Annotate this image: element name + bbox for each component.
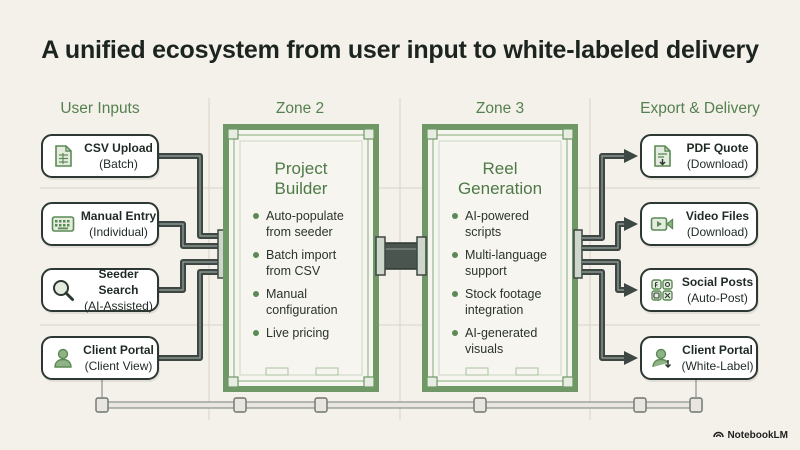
column-heading-zone-3: Zone 3 <box>475 100 525 117</box>
bullet-line: Batch import <box>266 248 337 262</box>
input-card-sublabel: (AI-Assisted) <box>84 299 153 313</box>
page-title: A unified ecosystem from user input to w… <box>41 36 759 64</box>
output-card-client-portal[interactable]: Client Portal (White-Label) <box>640 336 758 380</box>
zone2-title-line2: Builder <box>274 179 328 198</box>
zone3-output-connector <box>573 229 583 279</box>
column-heading-export-delivery: Export & Delivery <box>640 100 760 117</box>
input-card-sublabel: (Client View) <box>84 359 153 373</box>
video-camera-icon <box>649 211 675 237</box>
bullet-line: Manual <box>266 287 307 301</box>
output-arrowheads <box>624 149 638 365</box>
output-card-pdf-quote[interactable]: PDF Quote (Download) <box>640 134 758 178</box>
input-card-sublabel: (Batch) <box>99 157 138 171</box>
output-card-label: Social Posts <box>681 275 754 289</box>
output-pipes-highlight <box>582 155 626 359</box>
zone3-title-line1: Reel <box>482 159 518 178</box>
bullet-item: Stock footage integration <box>451 286 571 318</box>
output-card-label: Video Files <box>685 209 750 223</box>
zone3-title-line2: Generation <box>457 179 543 198</box>
zone-link-pipe <box>375 236 427 276</box>
keyboard-icon <box>50 211 76 237</box>
bullet-item: AI-powered scripts <box>451 208 571 240</box>
zone2-frame <box>223 124 379 392</box>
bullet-line: support <box>465 264 507 278</box>
output-pipes <box>582 153 626 361</box>
input-card-label: Seeder Search <box>98 267 139 297</box>
zone3-title: Reel Generation <box>435 159 565 199</box>
zone2-bullet-list: Auto-populate from seeder Batch import fro… <box>252 208 372 348</box>
input-card-sublabel: (Individual) <box>89 225 148 239</box>
input-pipes-highlight <box>159 155 224 359</box>
notebooklm-logo-icon <box>713 429 725 441</box>
bullet-item: Manual configuration <box>252 286 372 318</box>
bullet-item: Auto-populate from seeder <box>252 208 372 240</box>
output-card-label: PDF Quote <box>686 141 749 155</box>
input-card-label: Manual Entry <box>80 209 157 223</box>
notebooklm-watermark: NotebookLM <box>713 429 788 441</box>
input-card-csv-upload[interactable]: CSV Upload (Batch) <box>41 134 159 178</box>
output-card-sublabel: (Download) <box>686 225 749 239</box>
bullet-line: Stock footage <box>465 287 542 301</box>
column-heading-zone-2: Zone 2 <box>275 100 325 117</box>
magnifier-icon <box>50 277 76 303</box>
output-card-video-files[interactable]: Video Files (Download) <box>640 202 758 246</box>
input-card-label: CSV Upload <box>84 141 153 155</box>
bullet-item: Live pricing <box>252 325 372 341</box>
output-card-sublabel: (Download) <box>686 157 749 171</box>
column-heading-user-inputs: User Inputs <box>60 100 140 117</box>
input-pipes <box>159 153 224 361</box>
bullet-line: integration <box>465 303 524 317</box>
bullet-item: Batch import from CSV <box>252 247 372 279</box>
bullet-line: from seeder <box>266 225 333 239</box>
bullet-line: AI-powered <box>465 209 529 223</box>
user-icon <box>50 345 76 371</box>
bullet-line: AI-generated <box>465 326 538 340</box>
bullet-line: scripts <box>465 225 502 239</box>
bullet-line: visuals <box>465 342 504 356</box>
bullet-line: from CSV <box>266 264 321 278</box>
social-grid-icon <box>649 277 675 303</box>
bullet-line: configuration <box>266 303 338 317</box>
input-card-manual-entry[interactable]: Manual Entry (Individual) <box>41 202 159 246</box>
output-card-label: Client Portal <box>682 343 753 357</box>
bottom-bus <box>95 380 703 413</box>
input-card-seeder-search[interactable]: Seeder Search (AI-Assisted) <box>41 267 159 313</box>
bullet-line: Live pricing <box>266 326 330 340</box>
bullet-item: AI-generated visuals <box>451 325 571 357</box>
input-card-client-portal[interactable]: Client Portal (Client View) <box>41 336 159 380</box>
output-card-sublabel: (White-Label) <box>681 359 754 373</box>
input-card-label: Client Portal <box>83 343 154 357</box>
zone2-title: Project Builder <box>236 159 366 199</box>
bullet-line: Multi-language <box>465 248 547 262</box>
spreadsheet-icon <box>50 143 76 169</box>
output-card-social-posts[interactable]: Social Posts (Auto-Post) <box>640 268 758 312</box>
bullet-line: Auto-populate <box>266 209 344 223</box>
output-card-sublabel: (Auto-Post) <box>687 291 748 305</box>
zone2-title-line1: Project <box>274 159 328 178</box>
user-download-icon <box>649 345 675 371</box>
brand-label: NotebookLM <box>727 429 788 441</box>
pdf-download-icon <box>649 143 675 169</box>
bullet-item: Multi-language support <box>451 247 571 279</box>
